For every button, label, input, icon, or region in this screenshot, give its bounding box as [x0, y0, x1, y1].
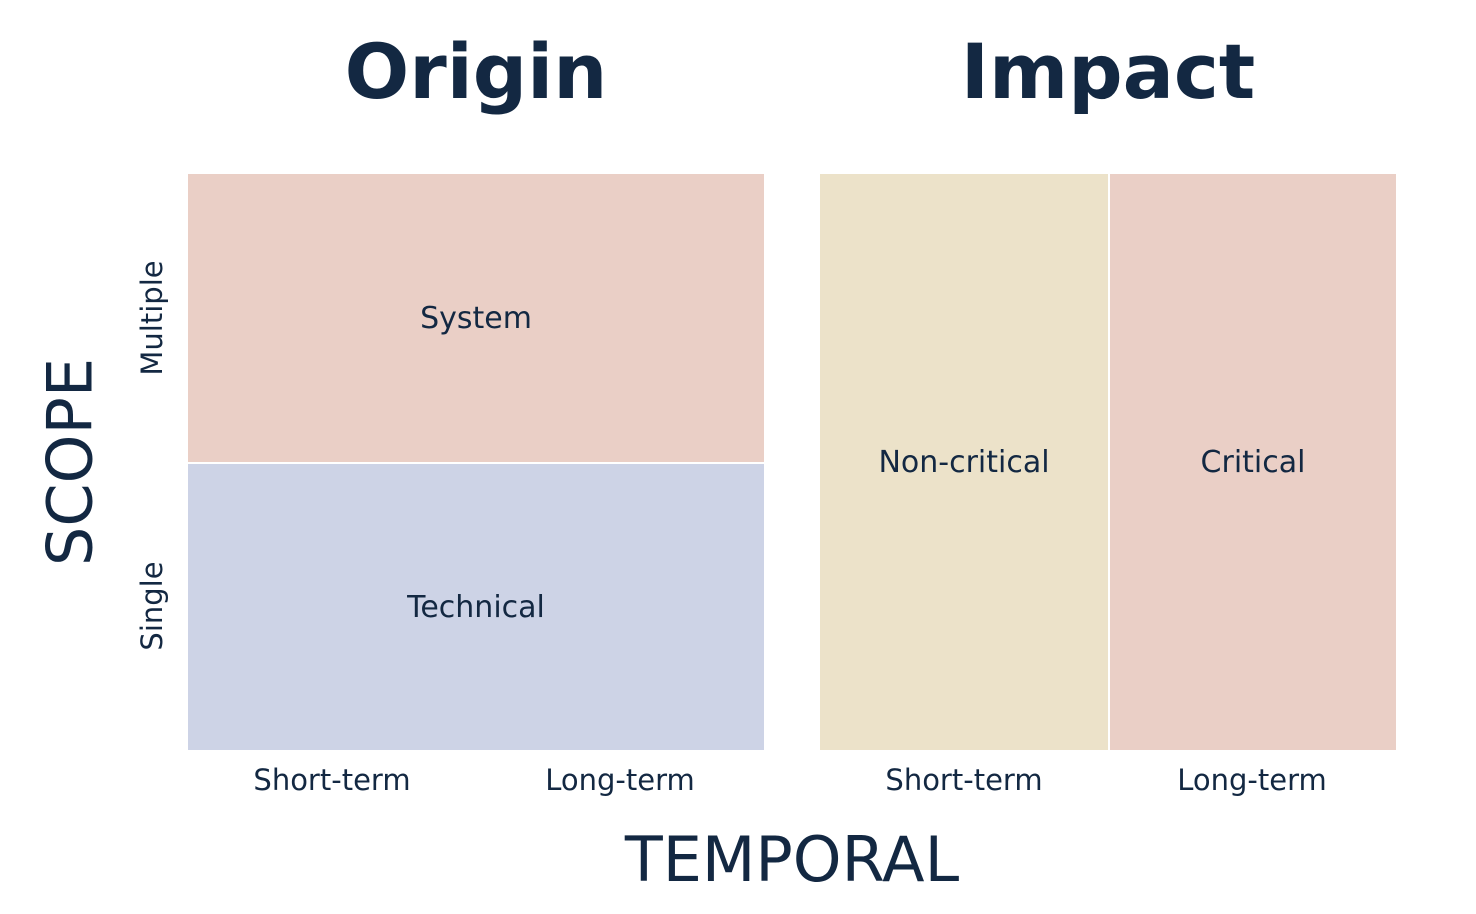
row-label-single: Single: [135, 561, 169, 651]
impact-cell-noncritical-label: Non-critical: [878, 444, 1050, 480]
scope-axis-label: SCOPE: [33, 357, 107, 567]
origin-cell-system-label: System: [420, 300, 532, 336]
origin-cell-system: System: [188, 174, 764, 462]
origin-col-label-long-term: Long-term: [545, 763, 695, 797]
impact-cell-critical-label: Critical: [1200, 444, 1306, 480]
origin-cell-technical-label: Technical: [407, 589, 545, 625]
origin-title: Origin: [344, 27, 608, 116]
impact-cell-noncritical: Non-critical: [820, 174, 1108, 750]
impact-col-label-short-term: Short-term: [885, 763, 1043, 797]
impact-cell-critical: Critical: [1110, 174, 1396, 750]
temporal-axis-label: TEMPORAL: [624, 823, 960, 896]
impact-title: Impact: [960, 27, 1256, 116]
origin-cell-technical: Technical: [188, 464, 764, 750]
impact-col-label-long-term: Long-term: [1177, 763, 1327, 797]
origin-col-label-short-term: Short-term: [253, 763, 411, 797]
row-label-multiple: Multiple: [135, 260, 169, 376]
